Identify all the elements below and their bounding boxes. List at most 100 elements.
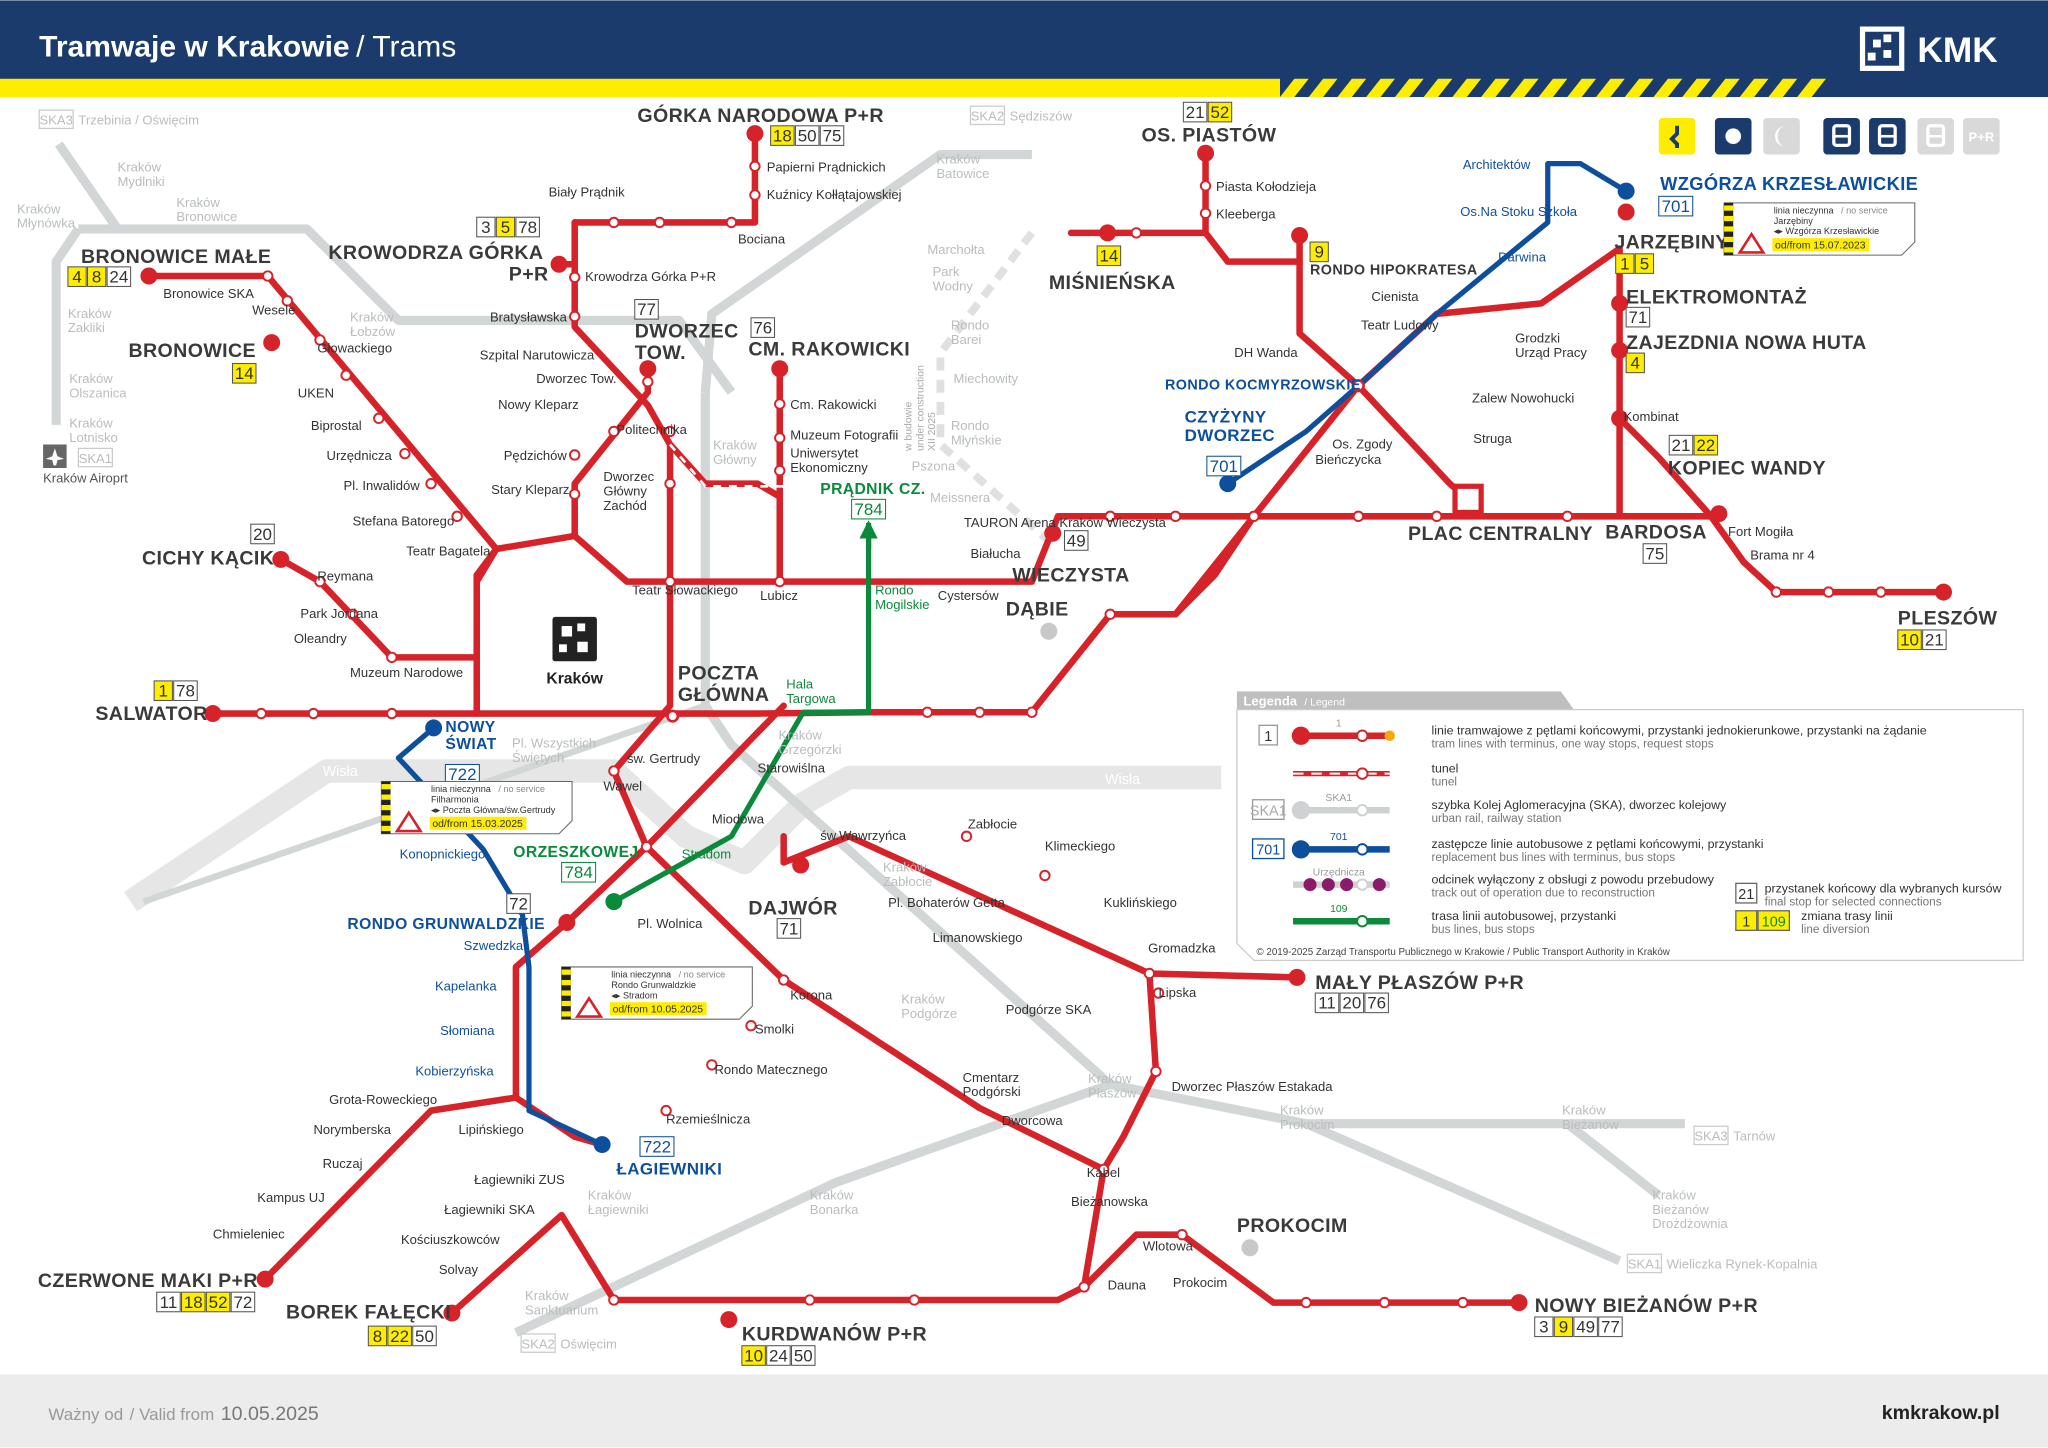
stop-marker[interactable] [960,830,973,843]
stop-piasta-kolodzieja[interactable]: Piasta Kołodzieja [1216,179,1317,194]
ska-station-krakow-sanktuarium[interactable]: Kraków Sanktuarium [525,1288,598,1317]
stop-marker[interactable] [255,707,267,720]
stop-dworzec-plaszow-estakada[interactable]: Dworzec Płaszów Estakada [1172,1079,1334,1094]
stop-limanowskiego[interactable]: Limanowskiego [933,930,1023,945]
stop-solvay[interactable]: Solvay [439,1262,479,1277]
line-badge-5[interactable]: 5 [1634,253,1655,274]
line-badge-8[interactable]: 8 [367,1325,388,1347]
stop-marker[interactable] [653,216,666,229]
line-badge-5[interactable]: 5 [495,216,516,238]
line-badge-784[interactable]: 784 [561,861,597,883]
ska-destination[interactable]: SKA1 [77,447,113,468]
stop-smolki[interactable]: Smolki [755,1022,794,1037]
stop-cienista[interactable]: Cienista [1371,289,1419,304]
ska-station-pszona[interactable]: Pszona [912,459,956,474]
stop-lagiewniki-zus[interactable]: Łagiewniki ZUS [474,1172,565,1187]
stop-uken[interactable]: UKEN [298,385,334,400]
stop-korona[interactable]: Korona [790,988,833,1003]
ska-station-krakow-biezanow-drozdzownia[interactable]: Kraków Bieżanów Drożdżownia [1652,1187,1728,1231]
terminus-prokocim[interactable]: PROKOCIM [1237,1215,1348,1257]
line-badge-21[interactable]: 21 [1922,629,1947,651]
ska-station-krakow-podgorze[interactable]: Kraków Podgórze [901,992,957,1021]
ska-station-krakow-bronowice[interactable]: Kraków Bronowice [176,195,237,224]
bus-stop-rondo-mogilskie[interactable]: Rondo Mogilskie [875,583,929,612]
stop-marker[interactable] [1150,1065,1162,1078]
stop-lipinskiego[interactable]: Lipińskiego [458,1122,523,1137]
stop-marker[interactable] [1199,207,1212,219]
stop-marker[interactable] [1143,967,1156,980]
stop-marker[interactable] [451,510,463,523]
terminus-rondo-kocmyrzowskie[interactable]: RONDO KOCMYRZOWSKIE [1165,378,1365,394]
stop-marker[interactable] [1378,1296,1391,1309]
line-badge-71[interactable]: 71 [776,918,802,939]
stop-politechnika[interactable]: Politechnika [616,422,687,437]
line-badge-10[interactable]: 10 [1897,629,1922,651]
bus-stop-slomiana[interactable]: Słomiana [440,1023,495,1038]
ska-station-miechowity[interactable]: Miechowity [953,371,1018,386]
line-badge-722[interactable]: 722 [444,763,480,785]
stop-biprostal[interactable]: Biprostal [311,418,362,433]
website-link[interactable]: kmkrakow.pl [1882,1402,2000,1424]
stop-marker[interactable] [425,477,437,490]
line-badge-11[interactable]: 11 [156,1291,181,1313]
stop-zablocie[interactable]: Zabłocie [968,816,1017,831]
ska-station-rondo-mlynskie[interactable]: Rondo Młyńskie [951,418,1002,447]
stop-dworzec-glowny-zachod[interactable]: Dworzec Główny Zachód [603,469,657,513]
stop-marker[interactable] [608,425,620,438]
stop-marker[interactable] [774,398,786,410]
stop-uniwersytet-ekonomiczny[interactable]: Uniwersytet Ekonomiczny [790,446,868,475]
stop-pl-inwalidow[interactable]: Pl. Inwalidów [344,478,421,493]
ska-station-krakow-glowny[interactable]: Kraków Główny [713,438,760,467]
stop-marker[interactable] [908,1294,920,1306]
stop-grodzki-urzad-pracy[interactable]: Grodzki Urząd Pracy [1515,331,1587,360]
stop-rzemieslnicza[interactable]: Rzemieślnicza [666,1112,751,1127]
stop-marker[interactable] [706,1059,718,1071]
terminus-poczta-glowna[interactable]: POCZTA GŁÓWNA [666,663,769,723]
line-badge-9[interactable]: 9 [1553,1316,1574,1338]
line-badge-78[interactable]: 78 [515,216,540,238]
ska-station-krakow-lobzow[interactable]: Kraków Łobzów [350,310,397,339]
line-badge-20[interactable]: 20 [250,523,275,545]
ska-station-krakow-bonarka[interactable]: Kraków Bonarka [810,1187,859,1216]
ska-station-krakow-olszanica[interactable]: Kraków Olszanica [69,371,127,400]
line-badge-50[interactable]: 50 [794,125,820,146]
stop-marker[interactable] [608,1294,620,1306]
stop-marker[interactable] [608,216,620,229]
stop-tauron-arena-krakow-wieczysta[interactable]: TAURON Arena Kraków Wieczysta [964,515,1167,530]
stop-marker[interactable] [1026,706,1038,718]
line-badge-701[interactable]: 701 [1206,455,1242,477]
stop-dh-wanda[interactable]: DH Wanda [1234,345,1298,360]
stop-marker[interactable] [1104,510,1116,523]
ska-station-krakow-lagiewniki[interactable]: Kraków Łagiewniki [588,1187,649,1216]
ska-station-meissnera[interactable]: Meissnera [930,490,991,505]
stop-bialucha[interactable]: Białucha [970,546,1021,561]
stop-marker[interactable] [664,477,676,490]
line-badge-14[interactable]: 14 [1096,245,1122,267]
line-badge-76[interactable]: 76 [1364,992,1389,1014]
stop-marker[interactable] [1561,510,1574,523]
stop-marker[interactable] [642,376,654,388]
stop-cm-rakowicki[interactable]: Cm. Rakowicki [790,397,876,412]
stop-marker[interactable] [346,608,359,620]
stop-krowodrza-gorka-p-r[interactable]: Krowodrza Górka P+R [585,269,716,284]
stop-kleeberga[interactable]: Kleeberga [1216,207,1276,222]
stop-cystersow[interactable]: Cystersów [938,588,999,603]
tram-icon[interactable] [1869,117,1906,155]
stop-pedzichow[interactable]: Pędzichów [504,448,568,463]
stop-reymana[interactable]: Reymana [317,568,374,583]
line-badge-72[interactable]: 72 [230,1291,256,1313]
stop-pl-bohaterow-getta[interactable]: Pl. Bohaterów Getta [888,895,1006,910]
ska-station-krakow-plaszow[interactable]: Kraków Płaszów [1088,1071,1137,1100]
stop-teatr-bagatela[interactable]: Teatr Bagatela [406,544,491,559]
sun-icon[interactable] [1714,117,1752,155]
